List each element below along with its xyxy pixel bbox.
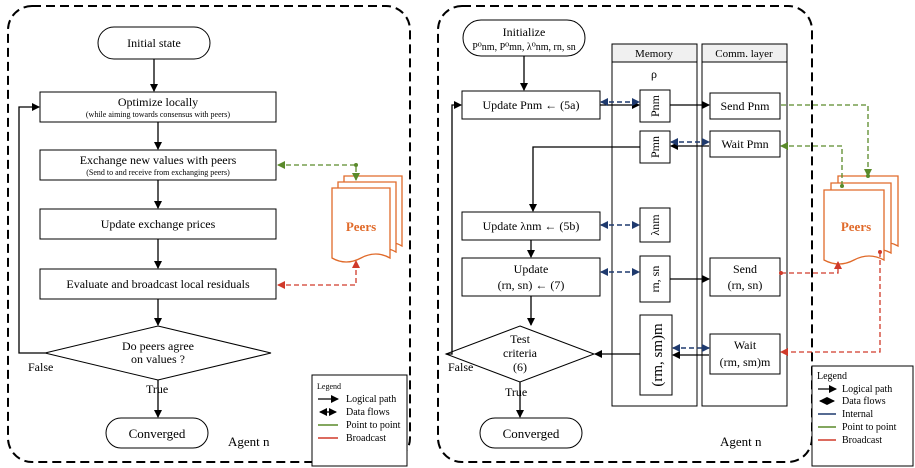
right-internal-flows	[600, 98, 710, 352]
left-legend-title: Legend	[317, 382, 341, 391]
right-update-rs-line1: Update	[514, 262, 549, 276]
mem-p-mn	[639, 130, 671, 164]
right-update-rs-line2: (rn, sn) ← (7)	[498, 278, 565, 292]
left-logical-arrows	[18, 59, 162, 418]
right-peer-links	[780, 104, 881, 356]
comm-wait-rs	[709, 333, 781, 375]
right-update-lambda	[461, 211, 601, 241]
left-step-update-prices-label: Update exchange prices	[101, 217, 216, 231]
mem-p-nm	[639, 89, 671, 123]
right-end-label: Converged	[503, 426, 560, 441]
right-legend-item-data: Data flows	[842, 396, 886, 407]
left-peers-label: Peers	[346, 219, 376, 234]
left-end-node	[105, 417, 209, 449]
right-legend-title: Legend	[817, 371, 847, 382]
right-test-line2: criteria	[503, 346, 538, 360]
comm-wait-rs-line1: Wait	[734, 338, 757, 352]
left-step-optimize-sub: (while aiming towards consensus with pee…	[86, 110, 231, 119]
left-step-exchange	[39, 149, 277, 181]
left-true-label: True	[146, 382, 168, 396]
right-peers-label: Peers	[841, 219, 871, 234]
right-test-line1: Test	[510, 332, 530, 346]
mem-lambda-label: λnm	[648, 214, 662, 236]
left-agent-label: Agent n	[228, 434, 270, 449]
left-end-label: Converged	[129, 426, 186, 441]
left-legend-item-broadcast: Broadcast	[346, 433, 386, 444]
left-peers-stack	[331, 175, 403, 263]
comm-wait-p-label: Wait Pmn	[721, 137, 768, 151]
mem-p-mn-label: Pmn	[648, 136, 662, 158]
comm-send-rs-line1: Send	[733, 262, 757, 276]
right-agent-frame	[437, 5, 813, 463]
comm-send-rs-line2: (rn, sn)	[728, 278, 763, 292]
right-true-label: True	[505, 385, 527, 399]
right-init-line1: Initialize	[503, 25, 546, 39]
left-step-update-prices	[39, 208, 277, 240]
right-peers-stack	[823, 175, 899, 265]
right-update-lambda-label: Update λnm ← (5b)	[483, 219, 580, 233]
right-false-label: False	[448, 360, 473, 374]
left-legend-item-logical: Logical path	[346, 394, 396, 405]
right-legend-item-p2p: Point to point	[842, 422, 897, 433]
left-agent-frame	[7, 5, 411, 463]
left-step-optimize	[39, 91, 277, 123]
left-step-exchange-sub: (Send to and receive from exchanging pee…	[86, 168, 230, 177]
memory-header	[611, 43, 698, 63]
left-legend-box	[311, 374, 408, 467]
right-legend-item-logical: Logical path	[842, 384, 892, 395]
right-update-p	[461, 90, 601, 120]
left-false-label: False	[28, 360, 53, 374]
memory-rho: ρ	[651, 67, 657, 81]
comm-send-p	[709, 92, 781, 120]
left-peer-links	[277, 161, 360, 289]
right-test-line3: (6)	[513, 360, 527, 374]
left-legend-item-data: Data flows	[346, 407, 390, 418]
right-update-rs	[461, 257, 601, 297]
mem-rs-label: rn, sn	[648, 266, 662, 293]
comm-header-label: Comm. layer	[715, 48, 773, 60]
left-decision-line1: Do peers agree	[122, 339, 194, 353]
mem-rm-sm-label: (rm, sm)m	[650, 323, 666, 387]
comm-wait-rs-line2: (rm, sm)m	[720, 355, 771, 369]
right-legend-item-broadcast: Broadcast	[842, 435, 882, 446]
right-end-node	[479, 417, 583, 449]
right-legend-item-internal: Internal	[842, 409, 873, 420]
comm-send-p-label: Send Pnm	[720, 99, 770, 113]
left-start-label: Initial state	[127, 36, 181, 50]
right-init-line2: P⁰nm, P⁰mn, λ⁰nm, rn, sn	[472, 42, 576, 53]
mem-lambda	[639, 207, 671, 243]
left-step-optimize-title: Optimize locally	[118, 95, 198, 109]
memory-header-label: Memory	[635, 48, 673, 60]
right-logical-arrows	[446, 56, 710, 418]
comm-send-rs	[709, 257, 781, 297]
comm-wait-p	[709, 130, 781, 158]
left-step-broadcast-label: Evaluate and broadcast local residuals	[66, 277, 250, 291]
left-decision-line2: on values ?	[131, 352, 185, 366]
right-update-p-label: Update Pnm ← (5a)	[483, 98, 580, 112]
right-agent-label: Agent n	[720, 434, 762, 449]
mem-p-nm-label: Pnm	[648, 94, 662, 117]
right-legend-box	[811, 365, 914, 467]
comm-header	[701, 43, 788, 63]
left-legend-item-p2p: Point to point	[346, 420, 401, 431]
left-step-exchange-title: Exchange new values with peers	[80, 153, 237, 167]
mem-rm-sm	[639, 314, 673, 396]
